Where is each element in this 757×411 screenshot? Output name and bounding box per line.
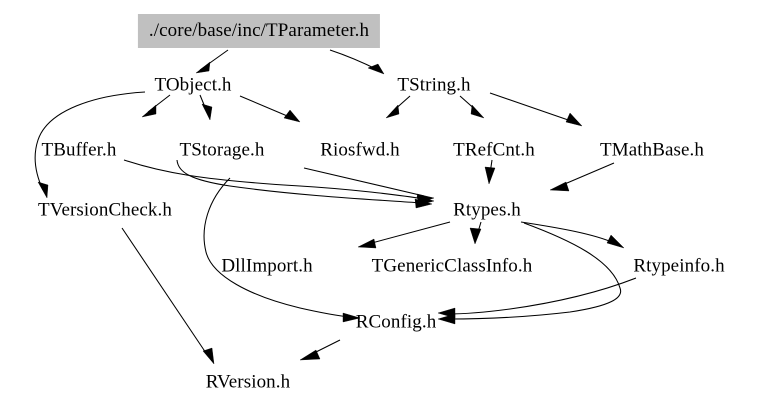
edge-rtypes-to-dllimport xyxy=(357,221,451,249)
edge-tmathbase-to-rtypes xyxy=(549,162,615,192)
node-rversion-h[interactable]: RVersion.h xyxy=(205,371,291,393)
node-tbuffer-h[interactable]: TBuffer.h xyxy=(41,139,117,161)
edge-rtypeinfo-to-rconfig xyxy=(437,277,637,319)
edge-tparameter-to-tobject xyxy=(195,49,229,74)
edge-trefcnt-to-rtypes xyxy=(484,159,496,185)
node-tstring-h[interactable]: TString.h xyxy=(397,74,471,96)
node-rtypes-h[interactable]: Rtypes.h xyxy=(453,199,521,221)
node-rconfig-h[interactable]: RConfig.h xyxy=(355,311,437,333)
edge-rtypes-to-rtypeinfo xyxy=(520,221,625,249)
edge-tbuffer-to-rtypes xyxy=(123,159,435,206)
edge-tobject-to-tbuffer xyxy=(141,94,171,118)
edge-rtypes-to-tgenericclassinfo xyxy=(469,221,482,245)
node-trefcnt-h[interactable]: TRefCnt.h xyxy=(453,139,535,161)
node-rtypeinfo-h[interactable]: Rtypeinfo.h xyxy=(633,255,725,277)
edge-left-curve-to-rconfig xyxy=(203,177,361,323)
edge-riosfwd-to-rtypes xyxy=(303,167,435,204)
edge-tobject-to-riosfwd xyxy=(239,95,301,123)
edge-tstorage-to-rtypes xyxy=(176,159,433,209)
node-tgenericclassinfo-h[interactable]: TGenericClassInfo.h xyxy=(371,255,533,277)
node-tobject-h[interactable]: TObject.h xyxy=(154,74,232,96)
edge-tstring-to-tmathbase xyxy=(489,92,583,127)
node-tversioncheck-h[interactable]: TVersionCheck.h xyxy=(38,199,172,221)
edge-tstring-to-riosfwd xyxy=(385,95,411,119)
edge-tstring-to-trefcnt xyxy=(459,95,485,119)
node-tparameter-h[interactable]: ./core/base/inc/TParameter.h xyxy=(137,14,381,48)
node-tstorage-h[interactable]: TStorage.h xyxy=(179,139,265,161)
edge-tobject-to-tversioncheck xyxy=(34,91,146,199)
node-riosfwd-h[interactable]: Riosfwd.h xyxy=(320,139,400,161)
node-dllimport-h[interactable]: DllImport.h xyxy=(221,255,313,277)
edge-tparameter-to-tstring xyxy=(329,49,385,75)
edge-rconfig-to-rversion xyxy=(299,339,341,361)
edge-tobject-to-tstorage xyxy=(199,94,213,121)
edge-tversioncheck-to-rversion xyxy=(121,227,215,365)
node-tmathbase-h[interactable]: TMathBase.h xyxy=(600,139,704,161)
